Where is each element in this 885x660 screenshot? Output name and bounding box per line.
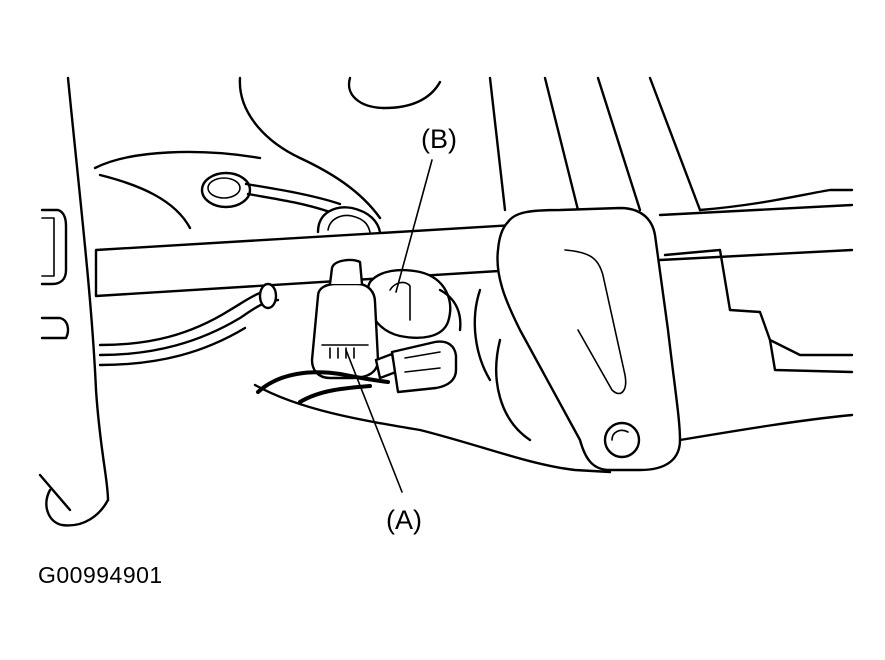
leader-line-a	[345, 349, 403, 493]
leader-line-b	[395, 159, 433, 293]
harness-clip	[316, 206, 382, 234]
left-body-panel	[38, 76, 110, 527]
component-b-canister	[366, 268, 462, 339]
grommet	[200, 171, 342, 214]
pipe-lines	[98, 282, 280, 367]
mounting-bracket	[496, 206, 682, 472]
figure-code: G00994901	[38, 562, 163, 588]
callout-label-a: (A)	[386, 505, 422, 535]
leader-lines	[345, 159, 433, 493]
callout-label-b: (B)	[421, 124, 457, 154]
lower-floor-outline	[253, 288, 854, 474]
component-a-relay	[310, 258, 458, 394]
floor-pan-outline	[93, 76, 854, 374]
wiring-harness	[256, 370, 390, 404]
crossbar-pipe	[94, 203, 854, 298]
